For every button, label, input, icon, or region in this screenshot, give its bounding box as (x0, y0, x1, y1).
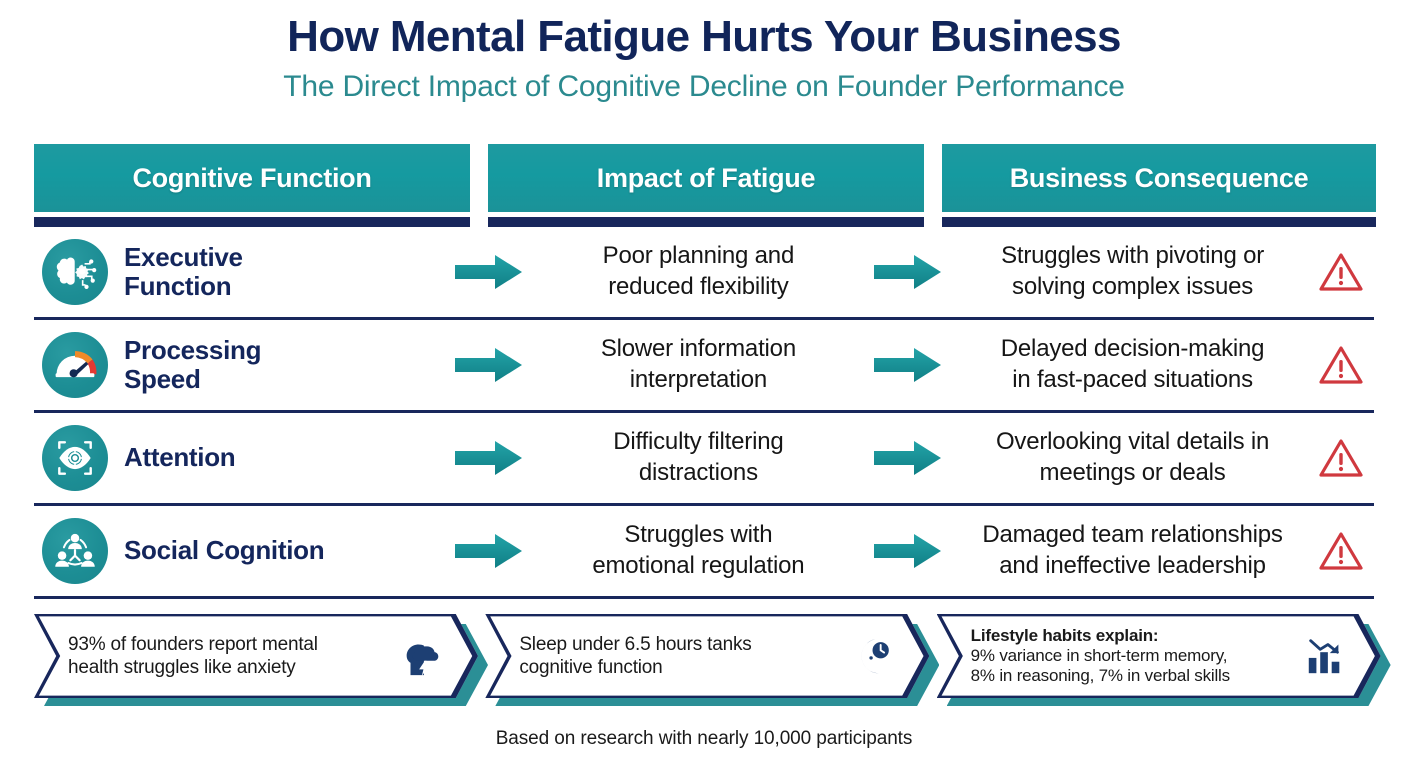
banner-text: Sleep under 6.5 hours tanks cognitive fu… (519, 633, 847, 679)
brain-gear-icon (42, 239, 108, 305)
page-title: How Mental Fatigue Hurts Your Business (287, 12, 1121, 61)
warning-triangle-icon (1308, 437, 1374, 479)
table-row: Attention Difficulty filtering distracti… (34, 413, 1374, 506)
consequence-cell: Damaged team relationships and ineffecti… (951, 520, 1308, 581)
arrow-icon (864, 252, 951, 292)
banner-line1: Sleep under 6.5 hours tanks (519, 633, 752, 655)
function-label-line1: Social Cognition (124, 535, 325, 566)
stat-banner: Sleep under 6.5 hours tanks cognitive fu… (485, 614, 940, 706)
consequence-line2: solving complex issues (1012, 273, 1254, 300)
stat-banner-row: 93% of founders report mental health str… (34, 614, 1391, 706)
impact-line1: Poor planning and (602, 242, 795, 270)
banner-text: Lifestyle habits explain: 9% variance in… (971, 626, 1299, 686)
banner-line2: 9% variance in short-term memory, (970, 645, 1228, 665)
stat-banner: 93% of founders report mental health str… (34, 614, 488, 706)
footer-note: Based on research with nearly 10,000 par… (495, 728, 913, 749)
impact-cell: Poor planning and reduced flexibility (532, 241, 864, 302)
consequence-line1: Damaged team relationships (982, 521, 1283, 549)
function-label: Executive Function (124, 241, 243, 301)
head-storm-cloud-icon (396, 633, 448, 679)
function-label: Processing Speed (124, 334, 262, 394)
column-header-impact-of-fatigue: Impact of Fatigue (488, 144, 924, 227)
table-header-row: Cognitive Function Impact of Fatigue Bus… (34, 144, 1376, 227)
banner-body: Lifestyle habits explain: 9% variance in… (936, 614, 1381, 698)
warning-triangle-icon (1308, 530, 1374, 572)
banner-line2: health struggles like anxiety (68, 657, 296, 678)
cognitive-function-cell: Attention (34, 425, 446, 491)
consequence-cell: Delayed decision-making in fast-paced si… (951, 334, 1308, 395)
impact-line1: Slower information (600, 335, 796, 363)
arrow-icon (446, 531, 533, 571)
page-subtitle: The Direct Impact of Cognitive Decline o… (283, 70, 1125, 104)
banner-body: 93% of founders report mental health str… (34, 614, 478, 698)
header-underline (488, 217, 924, 227)
consequence-line2: meetings or deals (1039, 459, 1226, 486)
cognitive-function-cell: Social Cognition (34, 518, 446, 584)
title-block: How Mental Fatigue Hurts Your Business T… (0, 0, 1408, 103)
function-label-line2: Speed (124, 364, 201, 394)
column-header-label: Business Consequence (942, 144, 1376, 212)
arrow-icon (446, 252, 533, 292)
eye-focus-icon (42, 425, 108, 491)
banner-text: 93% of founders report mental health str… (68, 633, 396, 679)
function-label-line2: Function (124, 271, 232, 301)
arrow-icon (864, 438, 951, 478)
impact-cell: Struggles with emotional regulation (532, 520, 864, 581)
warning-triangle-icon (1308, 344, 1374, 386)
consequence-cell: Overlooking vital details in meetings or… (951, 427, 1308, 488)
consequence-line1: Struggles with pivoting or (1001, 242, 1265, 270)
consequence-line2: and ineffective leadership (999, 552, 1266, 579)
table-row: Executive Function Poor planning and red… (34, 227, 1374, 320)
banner-line2: cognitive function (519, 657, 663, 678)
impact-line1: Struggles with (624, 521, 773, 549)
consequence-line1: Overlooking vital details in (995, 428, 1270, 456)
table-body: Executive Function Poor planning and red… (34, 227, 1374, 599)
function-label: Attention (124, 442, 236, 473)
function-label-line1: Executive (124, 241, 243, 272)
arrow-icon (864, 531, 951, 571)
arrow-icon (446, 345, 533, 385)
impact-line2: interpretation (629, 366, 768, 393)
impact-cell: Slower information interpretation (532, 334, 864, 395)
column-header-business-consequence: Business Consequence (942, 144, 1376, 227)
function-label-line1: Processing (124, 334, 262, 365)
comparison-table: Cognitive Function Impact of Fatigue Bus… (34, 144, 1376, 599)
gauge-icon (42, 332, 108, 398)
impact-line2: reduced flexibility (608, 273, 789, 300)
header-underline (34, 217, 470, 227)
consequence-cell: Struggles with pivoting or solving compl… (951, 241, 1308, 302)
warning-triangle-icon (1308, 251, 1374, 293)
impact-line2: emotional regulation (592, 552, 805, 579)
header-underline (942, 217, 1376, 227)
arrow-icon (446, 438, 533, 478)
column-header-cognitive-function: Cognitive Function (34, 144, 470, 227)
stat-banner: Lifestyle habits explain: 9% variance in… (936, 614, 1391, 706)
banner-line1: Lifestyle habits explain: (970, 625, 1159, 645)
declining-bar-chart-icon (1299, 635, 1351, 677)
banner-line3: 8% in reasoning, 7% in verbal skills (970, 666, 1230, 686)
impact-line1: Difficulty filtering (613, 428, 784, 456)
function-label: Social Cognition (124, 535, 325, 566)
team-network-icon (42, 518, 108, 584)
moon-clock-icon (847, 633, 899, 679)
impact-cell: Difficulty filtering distractions (532, 427, 864, 488)
consequence-line1: Delayed decision-making (1000, 335, 1265, 363)
banner-body: Sleep under 6.5 hours tanks cognitive fu… (485, 614, 930, 698)
banner-line1: 93% of founders report mental (68, 633, 318, 655)
function-label-line1: Attention (124, 442, 236, 473)
table-row: Social Cognition Struggles with emotiona… (34, 506, 1374, 599)
cognitive-function-cell: Executive Function (34, 239, 446, 305)
impact-line2: distractions (638, 459, 758, 486)
column-header-label: Cognitive Function (34, 144, 470, 212)
consequence-line2: in fast-paced situations (1012, 366, 1253, 393)
table-row: Processing Speed Slower information inte… (34, 320, 1374, 413)
arrow-icon (864, 345, 951, 385)
column-header-label: Impact of Fatigue (488, 144, 924, 212)
cognitive-function-cell: Processing Speed (34, 332, 446, 398)
